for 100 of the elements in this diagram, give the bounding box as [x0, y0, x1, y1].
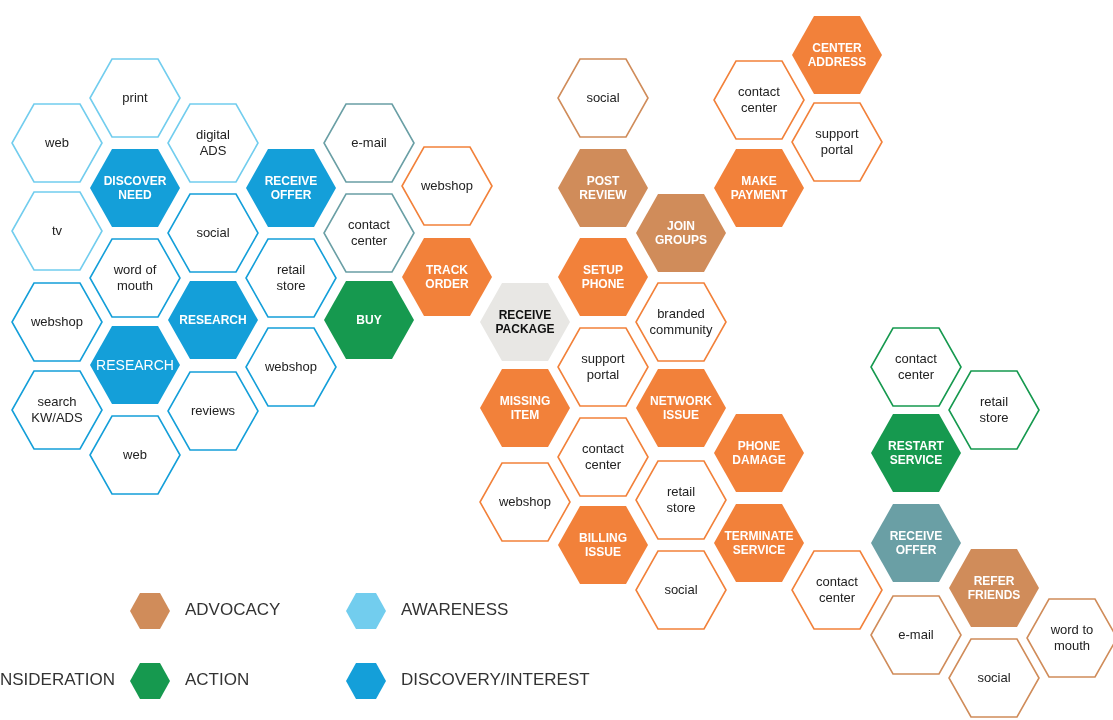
tile-label: search KW/ADS: [31, 394, 83, 426]
hexagon-tile: [244, 326, 338, 408]
hexagon-tile: [947, 637, 1041, 719]
tile-label: RESTART SERVICE: [887, 438, 945, 468]
tile-label: contact center: [894, 351, 938, 383]
tile-label: RECEIVE PACKAGE: [494, 307, 556, 337]
hexagon-tile: [10, 369, 104, 451]
hexagon-tile: [556, 236, 650, 318]
tile-label: RESEARCH: [178, 312, 248, 328]
tile-label: BUY: [355, 312, 383, 328]
hexagon-tile: [244, 237, 338, 319]
tile-label: REFER FRIENDS: [966, 573, 1022, 603]
hexagon-tile: [244, 147, 338, 229]
tile-label: word to mouth: [1049, 622, 1095, 654]
hexagon-tile: [322, 279, 416, 361]
hexagon-tile: [712, 412, 806, 494]
hexagon-tile: [10, 102, 104, 184]
tile-label: retail store: [275, 262, 307, 294]
cut-off-label: NSIDERATION: [0, 670, 115, 690]
hexagon-tile: [634, 192, 728, 274]
legend-label: DISCOVERY/INTEREST: [401, 670, 590, 690]
hexagon-tile: [166, 192, 260, 274]
hexagon-tile: [88, 414, 182, 496]
hexagon-tile: [400, 145, 494, 227]
hexagon-tile: [88, 237, 182, 319]
hexagon-tile: [790, 14, 884, 96]
tile-label: JOIN GROUPS: [654, 218, 708, 248]
tile-label: tv: [51, 223, 63, 239]
hexagon-tile: [478, 367, 572, 449]
tile-label: web: [45, 135, 69, 151]
hexagon-tile: [790, 101, 884, 183]
hexagon-tile: [10, 190, 104, 272]
tile-label: social: [196, 225, 230, 241]
hexagon-tile: [88, 147, 182, 229]
tile-label: DISCOVER NEED: [102, 173, 168, 203]
tile-label: contact center: [737, 84, 781, 116]
tile-label: retail store: [665, 484, 697, 516]
tile-label: MISSING ITEM: [498, 393, 552, 423]
legend-label: ACTION: [185, 670, 250, 690]
hexagon-tile: [88, 324, 182, 406]
tile-label: webshop: [265, 359, 317, 375]
hexagon-tile: [556, 57, 650, 139]
tile-label: RECEIVE OFFER: [888, 528, 944, 558]
hexagon-tile: [712, 147, 806, 229]
tile-label: word of mouth: [112, 262, 158, 294]
tile-label: branded community: [649, 306, 713, 338]
hexagon-tile: [400, 236, 494, 318]
hexagon-tile: [322, 102, 416, 184]
tile-label: social: [586, 90, 620, 106]
hexagon-tile: [556, 416, 650, 498]
tile-label: e-mail: [351, 135, 387, 151]
tile-label: contact center: [581, 441, 625, 473]
hexagon-tile: [88, 57, 182, 139]
tile-label: support portal: [814, 126, 860, 158]
tile-label: digital ADS: [195, 127, 231, 159]
tile-label: web: [123, 447, 147, 463]
tile-label: TRACK ORDER: [424, 262, 470, 292]
tile-label: RECEIVE OFFER: [263, 173, 319, 203]
tile-label: webshop: [421, 178, 473, 194]
tile-label: PHONE DAMAGE: [731, 438, 787, 468]
hexagon-tile: [322, 192, 416, 274]
tile-label: reviews: [190, 403, 236, 419]
hexagon-tile: [712, 59, 806, 141]
hexagon-tile: [556, 326, 650, 408]
hexagon-tile: [634, 549, 728, 631]
hexagon-tile: [869, 502, 963, 584]
tile-label: e-mail: [898, 627, 934, 643]
tile-label: retail store: [978, 394, 1010, 426]
hexagon-tile: [947, 369, 1041, 451]
tile-label: print: [122, 90, 148, 106]
hexagon-tile: [556, 504, 650, 586]
hexagon-tile: [869, 326, 963, 408]
hexagon-tile: [166, 370, 260, 452]
hexagon-tile: [166, 102, 260, 184]
hexagon-tile: [1025, 597, 1113, 679]
hexagon-tile: [947, 547, 1041, 629]
hexagon-tile: [790, 549, 884, 631]
tile-label: support portal: [580, 351, 626, 383]
tile-label: contact center: [815, 574, 859, 606]
tile-label: BILLING ISSUE: [578, 530, 628, 560]
hexagon-tile: [869, 412, 963, 494]
tile-label: MAKE PAYMENT: [729, 173, 789, 203]
hexagon-tile: [869, 594, 963, 676]
hexagon-tile: [478, 281, 572, 363]
tile-label: webshop: [499, 494, 551, 510]
hexagon-tile: [634, 367, 728, 449]
hexagon-tile: [556, 147, 650, 229]
tile-label: CENTER ADDRESS: [806, 40, 868, 70]
legend-label: AWARENESS: [401, 600, 509, 620]
tile-label: POST REVIEW: [578, 173, 628, 203]
tile-label: social: [977, 670, 1011, 686]
tile-label: NETWORK ISSUE: [649, 393, 713, 423]
tile-label: SETUP PHONE: [580, 262, 626, 292]
tile-label: TERMINATE SERVICE: [723, 528, 795, 558]
hexagon-tile: [166, 279, 260, 361]
tile-label: contact center: [347, 217, 391, 249]
tile-label: RESEARCH: [96, 356, 174, 374]
hexagon-tile: [478, 461, 572, 543]
legend-label: ADVOCACY: [185, 600, 281, 620]
tile-label: social: [664, 582, 698, 598]
